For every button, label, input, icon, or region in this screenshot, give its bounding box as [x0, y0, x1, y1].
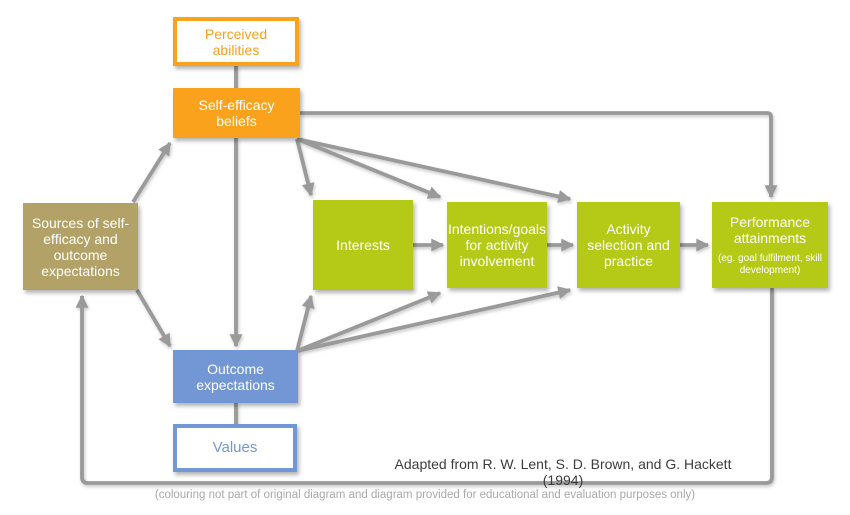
- node-interests-label: Interests: [336, 237, 390, 253]
- edge-outcome-to-activity: [296, 286, 572, 353]
- node-intentions-goals-label: Intentions/goals for activity involvemen…: [447, 221, 547, 269]
- node-intentions-goals: Intentions/goals for activity involvemen…: [447, 202, 547, 288]
- node-self-efficacy-beliefs: Self-efficacy beliefs: [173, 88, 300, 138]
- edge-sources-to-outcome: [135, 289, 172, 348]
- node-values: Values: [173, 424, 297, 472]
- node-outcome-expectations-label: Outcome expectations: [196, 360, 275, 393]
- edge-self-efficacy-to-activity: [296, 137, 572, 203]
- edge-performance-to-sources-feedback-loop: [75, 288, 774, 485]
- node-outcome-expectations: Outcome expectations: [173, 350, 298, 403]
- node-self-efficacy-beliefs-label: Self-efficacy beliefs: [198, 97, 275, 129]
- node-sources-label: Sources of self-efficacy and outcome exp…: [31, 214, 130, 279]
- node-interests: Interests: [313, 200, 413, 290]
- edge-self-efficacy-to-intentions: [296, 137, 442, 199]
- node-perceived-abilities: Perceived abilities: [173, 17, 299, 66]
- edge-self-efficacy-to-performance-top-route: [300, 111, 778, 199]
- node-performance-attainments-sublabel: (eg. goal fulfilment, skill development): [718, 252, 822, 276]
- edge-sources-to-self-efficacy: [131, 141, 172, 204]
- edge-outcome-to-interests: [295, 294, 315, 352]
- edge-outcome-to-intentions: [296, 291, 442, 353]
- node-activity-selection: Activity selection and practice: [577, 202, 680, 288]
- node-perceived-abilities-label: Perceived abilities: [204, 25, 268, 58]
- node-sources-of-self-efficacy: Sources of self-efficacy and outcome exp…: [23, 203, 138, 290]
- node-performance-attainments-label: Performance attainments: [729, 213, 811, 246]
- attribution-text: Adapted from R. W. Lent, S. D. Brown, an…: [394, 456, 732, 488]
- node-performance-attainments: Performance attainments (eg. goal fulfil…: [712, 202, 828, 288]
- node-values-label: Values: [212, 439, 258, 456]
- node-activity-selection-label: Activity selection and practice: [587, 221, 670, 269]
- edge-self-efficacy-to-interests: [295, 138, 315, 197]
- footnote-text: (colouring not part of original diagram …: [154, 489, 696, 501]
